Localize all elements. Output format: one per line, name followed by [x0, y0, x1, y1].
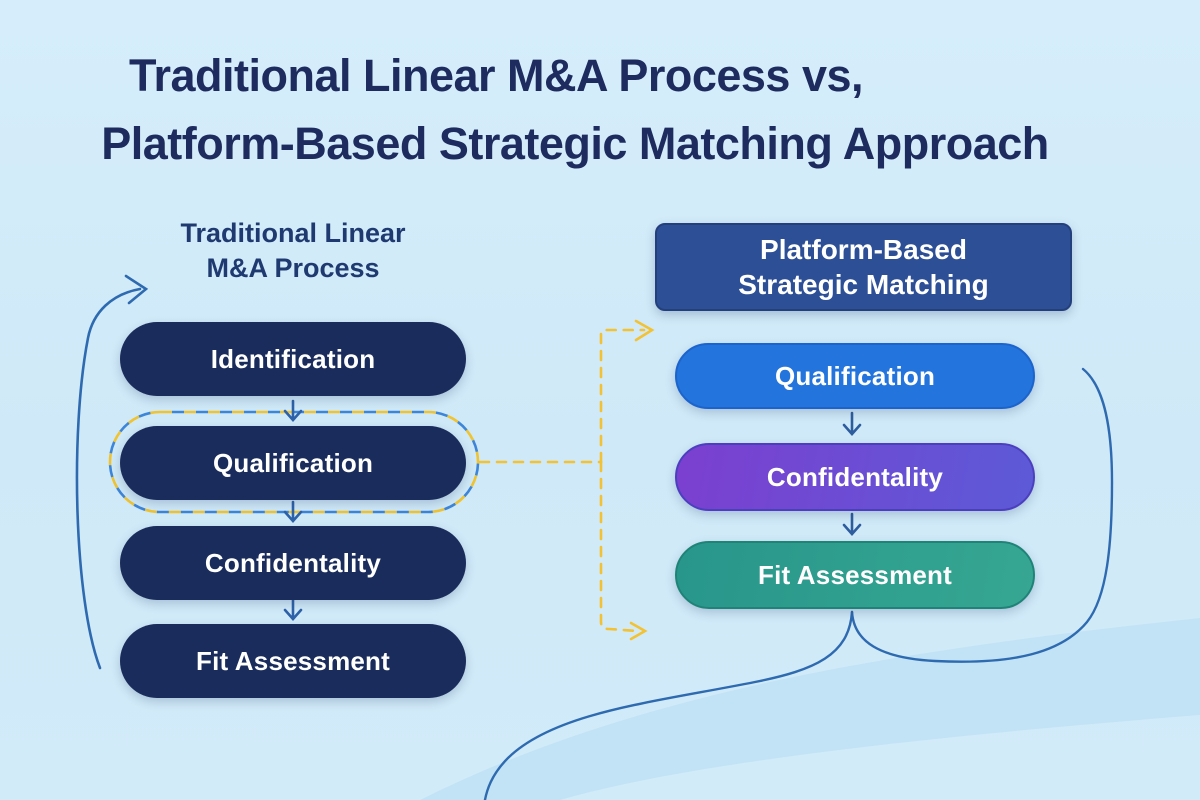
right-column-header-line2: Strategic Matching [738, 269, 989, 300]
flow-arrow-icon [842, 512, 862, 536]
right-bracket-curve [483, 367, 1114, 800]
page-title-line1: Traditional Linear M&A Process vs, [128, 50, 864, 101]
step-label: Fit Assessment [757, 559, 953, 590]
yellow-arrowhead-top-icon [634, 319, 655, 342]
left-bracket-arrowhead-icon [124, 274, 149, 305]
step-qualification-left: Qualification [120, 426, 466, 500]
step-fit-assessment-left: Fit Assessment [120, 624, 466, 698]
step-label: Qualification [774, 360, 936, 391]
left-column-header-line2: M&A Process [206, 253, 380, 284]
flow-arrow-icon [283, 500, 303, 523]
matching-dashed-path [478, 319, 655, 641]
flow-arrow-icon [283, 399, 303, 422]
yellow-arrowhead-bottom-icon [629, 621, 648, 641]
bottom-left-flow-curve [483, 610, 854, 800]
step-confidentality-left: Confidentality [120, 526, 466, 600]
step-label: Fit Assessment [195, 645, 391, 676]
step-label: Qualification [212, 447, 374, 478]
flow-arrow-icon [283, 598, 303, 621]
step-identification-left: Identification [120, 322, 466, 396]
background-wave-shape [420, 618, 1200, 800]
left-step-arrows [283, 399, 303, 621]
step-label: Confidentality [204, 547, 382, 578]
left-column-header-line1: Traditional Linear [180, 218, 406, 248]
step-confidentality-right: Confidentality [675, 443, 1035, 511]
left-column-header: Traditional Linear M&A Process [120, 216, 466, 286]
left-bracket-arrow [75, 274, 149, 670]
page-title-line2: Platform-Based Strategic Matching Approa… [101, 118, 1049, 169]
right-step-arrows [842, 411, 862, 536]
flow-arrow-icon [842, 411, 862, 436]
right-column-header: Platform-Based Strategic Matching [655, 223, 1072, 311]
right-column-header-line1: Platform-Based [760, 234, 967, 265]
step-label: Confidentality [766, 461, 944, 492]
step-label: Identification [210, 343, 376, 374]
step-qualification-right: Qualification [675, 343, 1035, 409]
step-fit-assessment-right: Fit Assessment [675, 541, 1035, 609]
